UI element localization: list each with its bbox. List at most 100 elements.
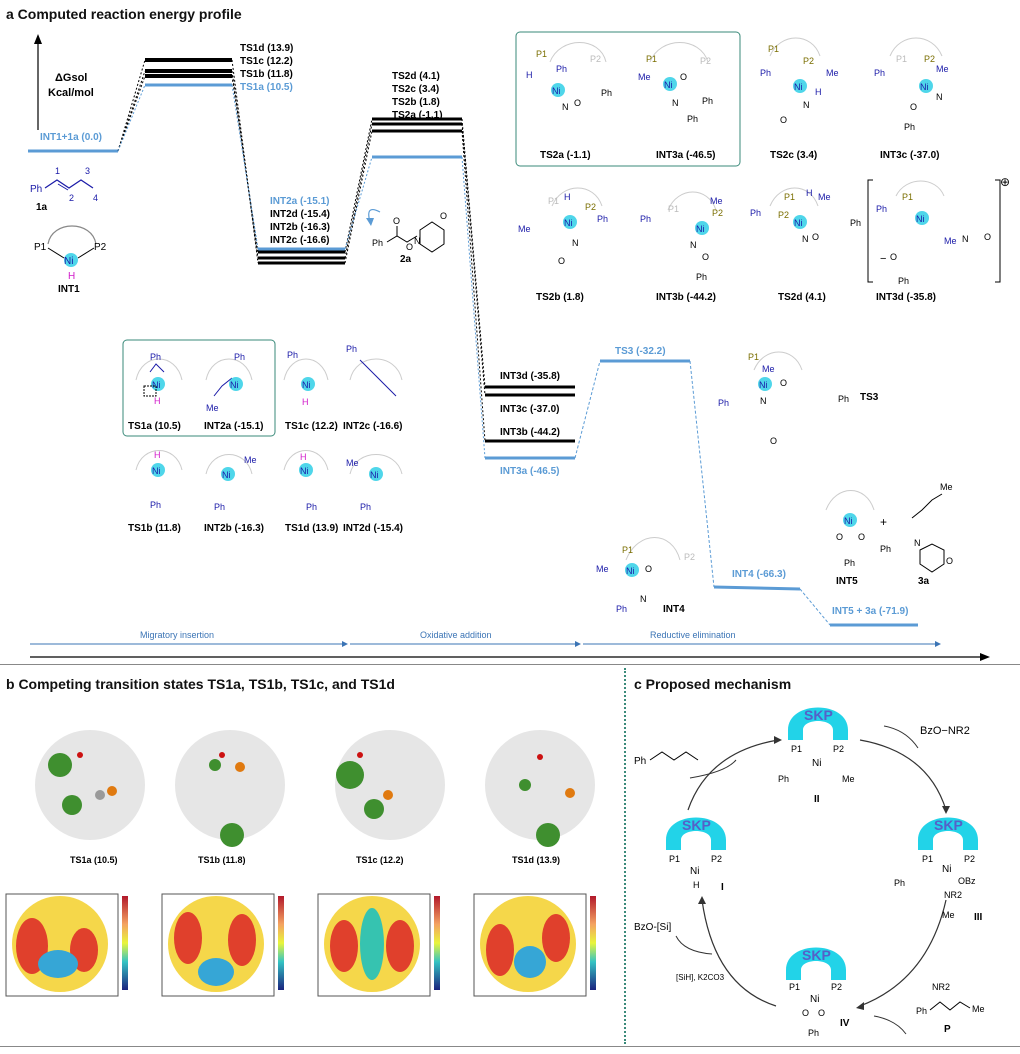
- svg-text:P2: P2: [778, 210, 789, 220]
- svg-text:O: O: [770, 436, 777, 446]
- svg-text:N: N: [760, 396, 767, 406]
- int2d-label: INT2d (-15.4): [270, 209, 330, 220]
- svg-text:Ni: Ni: [552, 86, 561, 96]
- svg-text:O: O: [393, 216, 400, 226]
- svg-text:O: O: [406, 242, 413, 252]
- svg-text:Ph: Ph: [360, 502, 371, 512]
- svg-text:Ph: Ph: [874, 68, 885, 78]
- structure-int3b: P1 Me P2 Ph Ni N O Ph INT3b (-44.2): [640, 191, 723, 303]
- svg-text:H: H: [154, 396, 161, 406]
- panel-b-title: b Competing transition states TS1a, TS1b…: [6, 676, 395, 692]
- int3-levels: [485, 385, 575, 460]
- svg-text:P1: P1: [784, 192, 795, 202]
- y-axis-label-2: Kcal/mol: [48, 87, 94, 99]
- svg-text:N: N: [802, 234, 809, 244]
- reagent-diene-ph: Ph: [634, 756, 646, 767]
- svg-text:Ph: Ph: [844, 558, 855, 568]
- svg-text:SKP: SKP: [682, 817, 711, 833]
- structure-ts1a: Ph Ni H TS1a (10.5): [128, 352, 183, 432]
- svg-text:O: O: [780, 378, 787, 388]
- svg-text:H: H: [806, 188, 813, 198]
- svg-text:SKP: SKP: [804, 707, 833, 723]
- svg-text:Ph: Ph: [30, 184, 42, 195]
- reagent-bzo-nr2: BzO−NR2: [920, 725, 970, 737]
- svg-text:O: O: [812, 232, 819, 242]
- ts2d-label: TS2d (4.1): [392, 71, 440, 82]
- svg-text:Ph: Ph: [876, 204, 887, 214]
- svg-text:Ni: Ni: [152, 466, 161, 476]
- svg-text:P1: P1: [646, 54, 657, 64]
- svg-text:Ph: Ph: [880, 544, 891, 554]
- svg-text:P2: P2: [94, 242, 107, 253]
- int4-level-label: INT4 (-66.3): [732, 569, 786, 580]
- stage-reductive: Reductive elimination: [650, 630, 736, 640]
- svg-text:I: I: [721, 882, 724, 893]
- ts1b-label: TS1b (11.8): [240, 69, 293, 80]
- svg-text:O: O: [558, 256, 565, 266]
- structure-int3c: P1 P2 Ph Me Ni N O Ph INT3c (-37.0): [874, 37, 949, 161]
- svg-text:N: N: [962, 234, 969, 244]
- svg-text:O: O: [574, 98, 581, 108]
- svg-text:Me: Me: [244, 455, 257, 465]
- svg-text:III: III: [974, 912, 983, 923]
- svg-text:Ph: Ph: [601, 88, 612, 98]
- svg-text:P1: P1: [768, 44, 779, 54]
- ts1b-caption: TS1b (11.8): [198, 855, 246, 865]
- ts1a-label: TS1a (10.5): [240, 82, 293, 93]
- svg-text:Ni: Ni: [794, 82, 803, 92]
- complex-iii: SKP P1 P2 Ni OBz NR2 Ph Me III: [894, 817, 983, 923]
- complex-ii: SKP P1 P2 Ni Ph Me II: [778, 707, 855, 805]
- svg-text:TS2d (4.1): TS2d (4.1): [778, 292, 826, 303]
- svg-text:O: O: [440, 211, 447, 221]
- svg-text:Ni: Ni: [564, 218, 573, 228]
- structure-int5: Ni O O Ph INT5 +: [825, 490, 887, 587]
- svg-text:2: 2: [69, 193, 74, 203]
- complex-i: SKP P1 P2 Ni H I: [666, 817, 726, 893]
- svg-text:Ni: Ni: [810, 994, 819, 1005]
- svg-text:P2: P2: [684, 552, 695, 562]
- svg-text:P1: P1: [748, 352, 759, 362]
- svg-text:Ph: Ph: [346, 344, 357, 354]
- svg-text:Ph: Ph: [778, 774, 789, 784]
- steric-maps: [5, 893, 596, 997]
- structure-ts3: P1 Me Ni O Ph Ph N O TS3: [718, 351, 879, 446]
- structure-int1: P1 P2 Ni H INT1: [34, 225, 107, 295]
- svg-text:Ph: Ph: [916, 1006, 927, 1016]
- level-int4: [713, 585, 801, 591]
- separator-vertical: [624, 668, 626, 1044]
- svg-text:P1: P1: [791, 744, 802, 754]
- reagent-diene: [649, 751, 699, 761]
- ts1d-caption: TS1d (13.9): [512, 855, 560, 865]
- structure-2a: Ph O O N O 2a: [366, 209, 447, 265]
- svg-text:Ph: Ph: [372, 238, 383, 248]
- svg-text:P1: P1: [548, 196, 559, 206]
- connectors-int2-ts2: [344, 118, 373, 264]
- panel-a-title: a Computed reaction energy profile: [6, 6, 242, 22]
- x-axis-arrow-icon: [980, 653, 990, 661]
- svg-text:P1: P1: [622, 545, 633, 555]
- int2a-label: INT2a (-15.1): [270, 196, 329, 207]
- svg-text:N: N: [672, 98, 679, 108]
- svg-text:INT3d (-35.8): INT3d (-35.8): [876, 292, 936, 303]
- svg-text:P2: P2: [712, 208, 723, 218]
- steric-map-ts1b: [161, 893, 284, 997]
- svg-text:INT2b (-16.3): INT2b (-16.3): [204, 523, 264, 534]
- structure-int4: P1 P2 Me Ni O N Ph INT4: [596, 537, 695, 615]
- svg-text:3: 3: [85, 166, 90, 176]
- structure-ts2b: P1 P2 H Ph Me Ni N O TS2b (1.8): [518, 187, 608, 303]
- svg-text:O: O: [645, 564, 652, 574]
- svg-text:TS2a (-1.1): TS2a (-1.1): [540, 150, 591, 161]
- svg-text:Me: Me: [842, 774, 855, 784]
- svg-text:Ph: Ph: [718, 398, 729, 408]
- structure-int2a: Ph Ni Me INT2a (-15.1): [204, 352, 263, 432]
- svg-text:Ph: Ph: [850, 218, 861, 228]
- svg-text:Me: Me: [638, 72, 651, 82]
- svg-text:Ph: Ph: [150, 352, 161, 362]
- svg-text:N: N: [572, 238, 579, 248]
- svg-text:Ph: Ph: [640, 214, 651, 224]
- svg-text:Me: Me: [818, 192, 831, 202]
- svg-text:Ph: Ph: [894, 878, 905, 888]
- steric-map-ts1d: [473, 893, 596, 997]
- svg-text:Ni: Ni: [920, 82, 929, 92]
- cycle-arrows: [687, 739, 947, 1007]
